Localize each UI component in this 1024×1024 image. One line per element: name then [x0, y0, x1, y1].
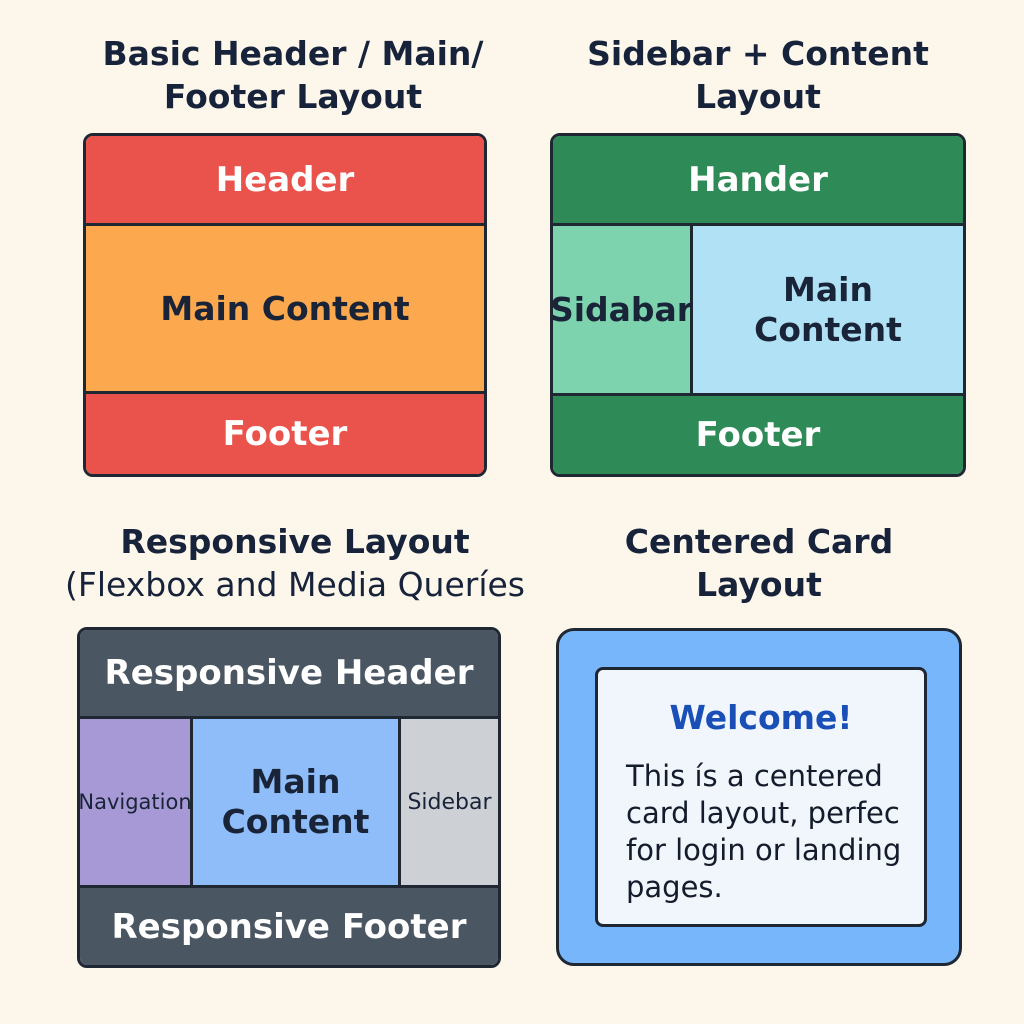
- sidebar-layout-title-line1: Sidebar + Content: [587, 34, 929, 73]
- responsive-main-label-line1: Main: [250, 762, 341, 801]
- centered-card: Welcome! This ís a centered card layout,…: [595, 667, 927, 927]
- responsive-layout-title-line2: (Flexbox and Media Queríes: [64, 565, 526, 604]
- card-layout-title-line1: Centered Card: [624, 522, 894, 561]
- sidebar-main-block: Main Content: [693, 226, 963, 393]
- basic-layout-diagram: Header Main Content Footer: [83, 133, 487, 477]
- responsive-navigation-label: Navigation: [78, 790, 192, 814]
- basic-layout-title-line2: Footer Layout: [163, 77, 423, 116]
- sidebar-header-label: Hander: [688, 159, 828, 200]
- sidebar-side-label: Sidabar: [550, 289, 694, 329]
- basic-main-block: Main Content: [86, 226, 484, 391]
- responsive-header-label: Responsive Header: [104, 653, 474, 693]
- sidebar-main-label-line1: Main: [783, 269, 873, 309]
- basic-layout-title: Basic Header / Main/ Footer Layout: [83, 32, 503, 118]
- responsive-sidebar-label: Sidebar: [407, 789, 492, 815]
- responsive-header-block: Responsive Header: [80, 630, 498, 719]
- basic-header-label: Header: [215, 159, 355, 200]
- sidebar-header-block: Hander: [553, 136, 963, 226]
- basic-header-block: Header: [86, 136, 484, 226]
- basic-footer-block: Footer: [86, 391, 484, 474]
- sidebar-footer-label: Footer: [695, 415, 821, 455]
- sidebar-side-block: Sidabar: [553, 226, 693, 393]
- responsive-navigation-block: Navigation: [80, 719, 193, 885]
- sidebar-footer-block: Footer: [553, 393, 963, 474]
- basic-main-label: Main Content: [160, 288, 410, 328]
- sidebar-layout-title-line2: Layout: [695, 77, 821, 116]
- responsive-sidebar-block: Sidebar: [401, 719, 498, 885]
- card-layout-title-line2: Layout: [696, 565, 822, 604]
- responsive-main-block: Main Content: [193, 719, 401, 885]
- responsive-footer-block: Responsive Footer: [80, 885, 498, 965]
- sidebar-main-label-line2: Content: [754, 309, 902, 349]
- sidebar-layout-diagram: Hander Sidabar Main Content Footer: [550, 133, 966, 477]
- responsive-layout-title-line1: Responsive Layout: [120, 522, 470, 561]
- card-layout-title: Centered Card Layout: [556, 520, 962, 606]
- basic-layout-title-line1: Basic Header / Main/: [102, 34, 484, 73]
- responsive-layout-diagram: Responsive Header Navigation Main Conten…: [77, 627, 501, 968]
- responsive-main-label-line2: Content: [221, 802, 370, 841]
- card-body-text: This ís a centered card layout, perfec f…: [626, 759, 902, 904]
- responsive-footer-label: Responsive Footer: [111, 906, 467, 947]
- responsive-layout-title: Responsive Layout (Flexbox and Media Que…: [40, 520, 550, 606]
- card-layout-diagram: Welcome! This ís a centered card layout,…: [556, 628, 962, 966]
- basic-footer-label: Footer: [222, 414, 348, 454]
- sidebar-layout-title: Sidebar + Content Layout: [550, 32, 966, 118]
- card-welcome-title: Welcome!: [669, 698, 853, 737]
